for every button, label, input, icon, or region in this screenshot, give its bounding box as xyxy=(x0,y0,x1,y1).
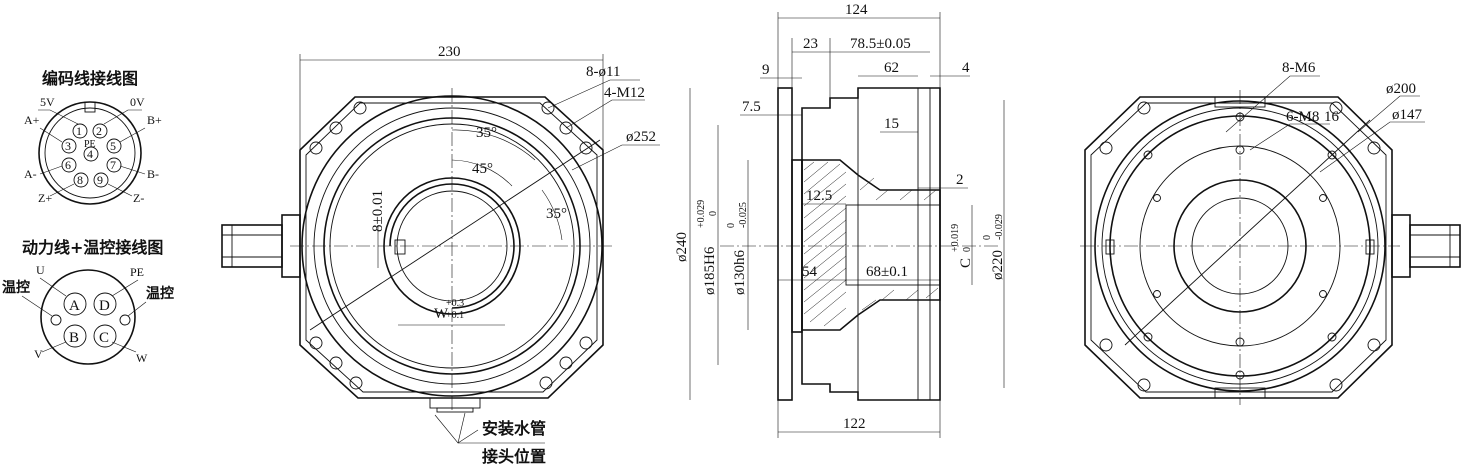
label-a-plus: A+ xyxy=(24,113,40,127)
encoder-pin: 4 xyxy=(87,147,93,161)
dim-2: 2 xyxy=(956,172,964,188)
dim-w-tol-lower: +0.1 xyxy=(446,310,464,321)
dim-dia-185-tol-lower: 0 xyxy=(708,211,719,216)
encoder-pin: 8 xyxy=(77,173,83,187)
encoder-pin: 7 xyxy=(110,158,116,172)
dim-dia-240: ø240 xyxy=(674,232,690,262)
label-temp-right: 温控 xyxy=(146,285,174,302)
power-pin: C xyxy=(99,330,109,346)
encoder-pin: 6 xyxy=(65,158,71,172)
dim-dia-185: ø185H6 xyxy=(702,246,718,295)
angle-45: 45° xyxy=(472,161,493,177)
dim-w-tol-upper: +0.3 xyxy=(446,298,464,309)
dim-15: 15 xyxy=(884,116,899,132)
label-z-minus: Z- xyxy=(133,191,144,205)
front-view: 230 8-ø11 4-M12 ø252 35° 45° 35° 8±0.01 … xyxy=(221,44,660,466)
water-note-1: 安装水管 xyxy=(482,419,546,438)
dim-dia-130: ø130h6 xyxy=(732,250,748,296)
dim-dia-220-tol-upper: 0 xyxy=(982,235,993,240)
dim-122: 122 xyxy=(843,416,866,432)
encoder-connector: 1 2 3 4 5 6 7 8 9 PE 5V 0V A+ B+ A- B- Z… xyxy=(24,95,162,205)
dim-dia-185-tol-upper: +0.029 xyxy=(696,200,707,228)
section-hatch xyxy=(803,161,939,327)
label-0v: 0V xyxy=(130,95,145,109)
encoder-pin: 5 xyxy=(110,139,116,153)
encoder-pin: 9 xyxy=(97,173,103,187)
encoder-pe-label: PE xyxy=(84,139,96,150)
dim-8-holes: 8-ø11 xyxy=(586,64,620,80)
dim-dia-147: ø147 xyxy=(1392,107,1423,123)
dim-c-tol-lower: 0 xyxy=(962,247,973,252)
encoder-pin: 2 xyxy=(96,124,102,138)
label-u: U xyxy=(36,263,45,277)
dim-c-tol-upper: +0.019 xyxy=(950,224,961,252)
dim-key: 8±0.01 xyxy=(370,190,386,232)
connector-panel: 编码线接线图 1 2 3 4 5 6 7 8 9 PE 5V 0V A+ B+ … xyxy=(2,69,174,365)
rear-view: 8-M6 6-M8 16 ø200 ø147 xyxy=(1080,60,1461,405)
label-z-plus: Z+ xyxy=(38,191,52,205)
label-v: V xyxy=(34,347,43,361)
dim-23: 23 xyxy=(803,36,818,52)
dim-dia-220-tol-lower: -0.029 xyxy=(994,214,1005,240)
label-pe: PE xyxy=(130,265,144,279)
dim-depth: 16 xyxy=(1324,109,1340,125)
dim-62: 62 xyxy=(884,60,899,76)
dim-c: C xyxy=(958,258,974,268)
power-pin: A xyxy=(69,298,80,314)
label-temp-left: 温控 xyxy=(2,279,30,296)
label-w: W xyxy=(136,351,148,365)
dim-7-5: 7.5 xyxy=(742,99,761,115)
dim-230: 230 xyxy=(438,44,461,60)
dim-54: 54 xyxy=(802,264,818,280)
dim-124: 124 xyxy=(845,2,868,18)
dim-dia-220: ø220 xyxy=(990,250,1006,280)
power-pin: D xyxy=(99,298,110,314)
dim-4: 4 xyxy=(962,60,970,76)
dim-w: W xyxy=(434,306,449,322)
dim-dia-130-tol-upper: 0 xyxy=(726,223,737,228)
dim-9: 9 xyxy=(762,62,770,78)
power-title: 动力线+温控接线图 xyxy=(22,238,163,257)
label-b-minus: B- xyxy=(147,167,159,181)
dim-dia-200: ø200 xyxy=(1386,81,1416,97)
dim-outer-dia: ø252 xyxy=(626,129,656,145)
encoder-pin: 1 xyxy=(76,124,82,138)
label-b-plus: B+ xyxy=(147,113,162,127)
label-5v: 5V xyxy=(40,95,55,109)
dim-78-5: 78.5±0.05 xyxy=(850,36,911,52)
section-view: 124 23 78.5±0.05 9 62 4 7.5 15 2 12.5 54… xyxy=(674,2,1006,438)
dim-68: 68±0.1 xyxy=(866,264,908,280)
label-a-minus: A- xyxy=(24,167,37,181)
encoder-title: 编码线接线图 xyxy=(42,69,138,88)
dim-6-m8: 6-M8 xyxy=(1286,109,1319,125)
dim-dia-130-tol-lower: -0.025 xyxy=(738,202,749,228)
angle-35-right: 35° xyxy=(546,206,567,222)
dim-8-m6: 8-M6 xyxy=(1282,60,1316,76)
angle-35-top: 35° xyxy=(476,125,497,141)
power-connector: A D B C U PE 温控 温控 V W xyxy=(2,263,174,365)
power-pin: B xyxy=(69,330,79,346)
encoder-pin: 3 xyxy=(65,139,71,153)
dim-4-m12: 4-M12 xyxy=(604,85,645,101)
water-note-2: 接头位置 xyxy=(482,447,546,466)
dim-12-5: 12.5 xyxy=(806,188,832,204)
